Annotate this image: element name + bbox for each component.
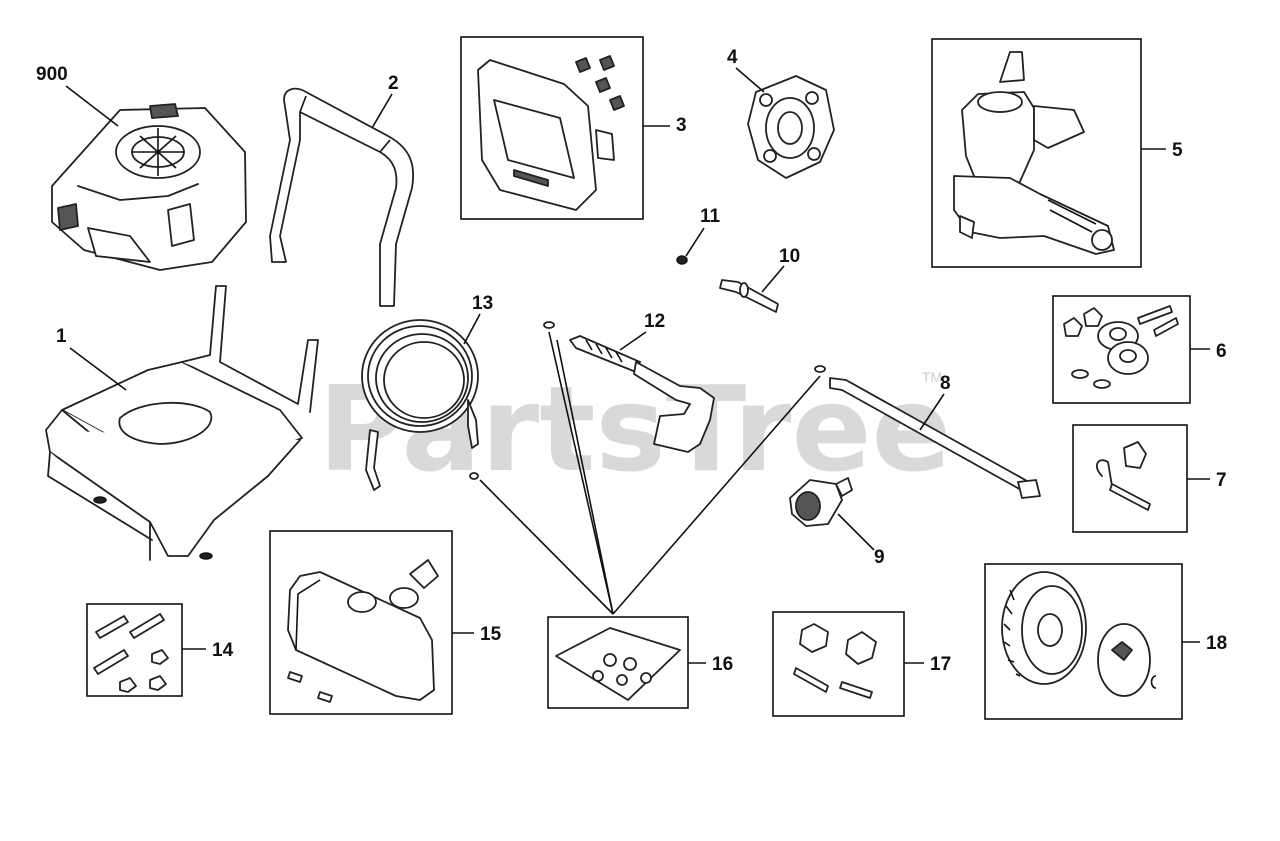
spray-gun-illustration[interactable] xyxy=(543,321,715,453)
leader-16-from-13 xyxy=(479,479,614,615)
hose-illustration[interactable] xyxy=(361,319,479,491)
leader-4 xyxy=(735,67,765,93)
leader-1 xyxy=(69,347,127,391)
tank-illustration[interactable] xyxy=(287,559,439,703)
leader-16-from-12b xyxy=(556,339,614,615)
label-4[interactable]: 4 xyxy=(727,47,738,68)
box-15 xyxy=(269,530,453,715)
label-3[interactable]: 3 xyxy=(676,115,687,136)
label-9[interactable]: 9 xyxy=(874,547,885,568)
box-14 xyxy=(86,603,183,697)
leader-16-from-8 xyxy=(612,375,821,615)
pump-illustration[interactable] xyxy=(953,51,1115,255)
label-2[interactable]: 2 xyxy=(388,73,399,94)
box-3 xyxy=(460,36,644,220)
label-8[interactable]: 8 xyxy=(940,373,951,394)
leader-2 xyxy=(371,93,393,129)
label-11[interactable]: 11 xyxy=(700,206,721,227)
leader-8 xyxy=(919,393,945,431)
leader-11 xyxy=(685,227,705,257)
leader-12 xyxy=(619,331,647,351)
lance-illustration[interactable] xyxy=(814,365,1041,499)
pin-illustration[interactable] xyxy=(719,279,779,313)
label-7[interactable]: 7 xyxy=(1216,470,1227,491)
box-7 xyxy=(1072,424,1188,533)
label-12[interactable]: 12 xyxy=(644,311,665,332)
box-17 xyxy=(772,611,905,717)
engine-illustration[interactable] xyxy=(51,103,247,271)
box-5 xyxy=(931,38,1142,268)
leader-9 xyxy=(837,513,875,551)
label-900[interactable]: 900 xyxy=(36,64,68,85)
nozzle-illustration[interactable] xyxy=(789,477,853,527)
leader-10 xyxy=(761,265,785,293)
label-16[interactable]: 16 xyxy=(712,654,733,675)
label-13[interactable]: 13 xyxy=(472,293,493,314)
label-15[interactable]: 15 xyxy=(480,624,502,645)
label-1[interactable]: 1 xyxy=(56,326,67,347)
o-ring-kit-illustration[interactable] xyxy=(555,627,681,701)
label-18[interactable]: 18 xyxy=(1206,633,1227,654)
knob-illustration[interactable] xyxy=(676,255,688,265)
hose-reel-mount-illustration[interactable] xyxy=(747,75,835,179)
knob-kit-illustration[interactable] xyxy=(793,623,877,699)
bolt-kit-illustration[interactable] xyxy=(93,613,169,693)
leader-900 xyxy=(65,85,119,127)
leader-16-from-12a xyxy=(548,331,614,615)
label-6[interactable]: 6 xyxy=(1216,341,1227,362)
leader-13 xyxy=(463,313,481,345)
control-panel-illustration[interactable] xyxy=(477,55,625,211)
wheel-illustration[interactable] xyxy=(1001,571,1157,697)
handle-illustration[interactable] xyxy=(269,87,415,307)
label-17[interactable]: 17 xyxy=(930,654,951,675)
label-5[interactable]: 5 xyxy=(1172,140,1183,161)
frame-illustration[interactable] xyxy=(45,285,319,561)
clip-kit-illustration[interactable] xyxy=(1095,441,1151,511)
watermark-trademark: TM xyxy=(922,369,942,385)
label-14[interactable]: 14 xyxy=(212,640,234,661)
hardware-kit-illustration[interactable] xyxy=(1063,305,1179,389)
label-10[interactable]: 10 xyxy=(779,246,800,267)
